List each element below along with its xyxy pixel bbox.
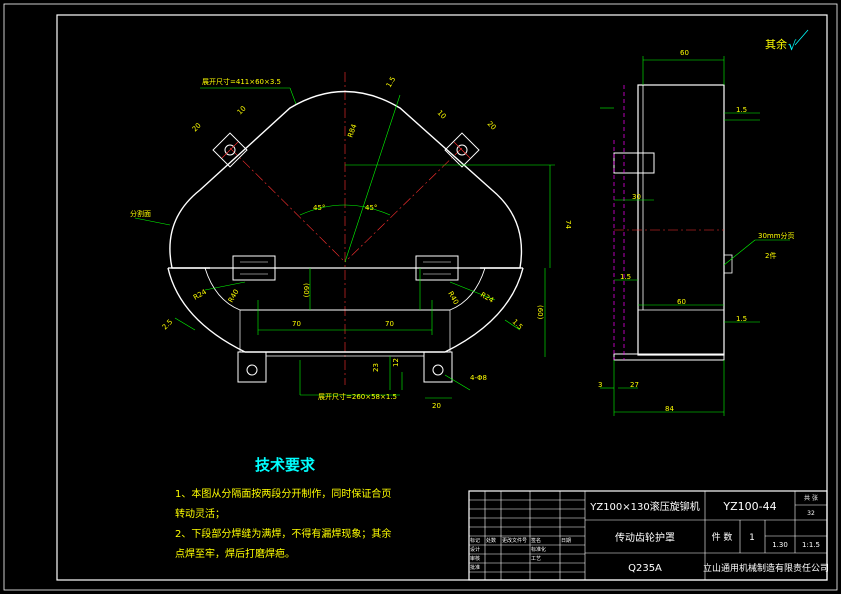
foot-left <box>237 351 267 383</box>
dim-side-left: 2.5 <box>161 318 175 332</box>
angle-left: 45° <box>313 204 325 212</box>
dim-ear-right-2: 20 <box>486 120 498 132</box>
tb-company: 立山通用机械制造有限责任公司 <box>703 562 829 574</box>
side-view: 60 1.5 30 1.5 60 1.5 3 27 84 30mm分页 2件 <box>598 49 795 416</box>
side-hinge-right <box>723 254 733 274</box>
front-dimension-lines <box>134 87 555 399</box>
tb-sheet-no: 32 <box>807 510 815 517</box>
inner-plate-outline <box>204 267 486 311</box>
side-note-2: 2件 <box>765 251 776 260</box>
dim-w70-right: 70 <box>385 320 394 328</box>
tech-item-1: 1、本图从分隔面按两段分开制作，同时保证合页 <box>175 487 391 500</box>
title-block: YZ100×130滚压旋铆机 传动齿轮护罩 Q235A YZ100-44 件 数… <box>468 490 829 581</box>
dim-unfold-top: 展开尺寸=411×60×3.5 <box>202 77 281 86</box>
outer-border <box>3 3 838 591</box>
side-dim-t-top: 1.5 <box>736 106 747 114</box>
angle-arc <box>299 204 391 216</box>
side-hinge <box>613 152 655 174</box>
dim-r24-right: R24 <box>479 291 495 305</box>
tb-sheet-label: 共 张 <box>804 494 818 502</box>
tb-small-4: 日期 <box>561 538 571 544</box>
dim-r40-left: R40 <box>227 288 241 304</box>
foot-right <box>423 351 453 383</box>
diag-centerline-right <box>344 147 463 263</box>
side-dim-total: 84 <box>665 405 674 413</box>
tb-small-9: 批准 <box>470 564 480 571</box>
side-dim-60: 60 <box>677 298 686 306</box>
tb-small-6: 标准化 <box>531 546 546 553</box>
side-outer <box>637 84 725 356</box>
tech-requirements: 技术要求 1、本图从分隔面按两段分开制作，同时保证合页 转动灵活； 2、下段部分… <box>175 456 391 560</box>
tb-small-8: 工艺 <box>531 556 541 562</box>
tech-title: 技术要求 <box>255 456 316 474</box>
front-view: 展开尺寸=411×60×3.5 展开尺寸=260×58×1.5 分割面 1.5 … <box>130 72 572 410</box>
diag-centerline-left <box>229 147 346 263</box>
tb-small-1: 处数 <box>486 537 496 544</box>
surface-finish-tick <box>794 29 809 46</box>
dim-height-60: (60) <box>536 305 544 320</box>
tb-scale: 1:1.5 <box>802 541 820 549</box>
surface-finish-label: 其余 <box>765 37 787 51</box>
dim-height-60b: (60) <box>302 283 310 298</box>
tb-drawing-no: YZ100-44 <box>722 500 776 513</box>
dim-top-thk: 1.5 <box>385 75 397 89</box>
dim-r40-right: R40 <box>446 290 460 306</box>
guard-bottom-outline <box>167 267 524 353</box>
tb-small-3: 签名 <box>531 537 541 544</box>
tech-item-2b: 点焊至牢，焊后打磨焊疤。 <box>175 547 295 560</box>
dim-holes: 4-Φ8 <box>470 374 487 382</box>
dim-ear-left-2: 10 <box>236 104 248 116</box>
tb-material: Q235A <box>628 563 662 574</box>
angle-right: 45° <box>365 204 377 212</box>
tb-small-2: 更改文件号 <box>502 537 527 544</box>
tb-part-name: 传动齿轮护罩 <box>615 531 675 544</box>
side-dim-t-bot: 1.5 <box>736 315 747 323</box>
dim-ear-right-1: 10 <box>436 109 448 121</box>
dim-side-right: 1.5 <box>511 318 525 332</box>
dim-unfold-bottom: 展开尺寸=260×58×1.5 <box>318 392 397 401</box>
tb-small-0: 标记 <box>470 537 480 544</box>
side-note-1: 30mm分页 <box>758 231 795 240</box>
tb-machine: YZ100×130滚压旋铆机 <box>589 500 700 513</box>
dim-20: 20 <box>432 402 441 410</box>
tech-item-2: 2、下段部分焊缝为满焊，不得有漏焊现象；其余 <box>175 527 391 540</box>
side-dim-top: 60 <box>680 49 689 57</box>
dim-12: 12 <box>392 358 400 367</box>
tb-weight: 1.30 <box>772 541 788 549</box>
split-label: 分割面 <box>130 209 151 218</box>
dim-23: 23 <box>372 363 380 372</box>
guard-top-outline <box>169 90 523 269</box>
side-dim-27: 27 <box>630 381 639 389</box>
inner-border <box>56 14 828 581</box>
tech-item-1b: 转动灵活； <box>175 507 225 520</box>
tb-qty-label: 件 数 <box>712 531 733 543</box>
surface-finish-symbol: √ <box>788 39 797 54</box>
dim-r84: R84 <box>346 122 358 138</box>
tb-small-5: 设计 <box>470 546 480 553</box>
side-dim-3: 3 <box>598 381 602 389</box>
tb-small-7: 审核 <box>470 555 480 562</box>
tb-qty: 1 <box>749 533 755 543</box>
side-dim-t-mid: 1.5 <box>620 273 631 281</box>
dim-height-74: 74 <box>564 220 572 229</box>
side-dimension-lines <box>600 56 790 416</box>
dim-w70-left: 70 <box>292 320 301 328</box>
dim-ear-left-1: 20 <box>191 121 203 133</box>
side-dim-30: 30 <box>632 193 641 201</box>
